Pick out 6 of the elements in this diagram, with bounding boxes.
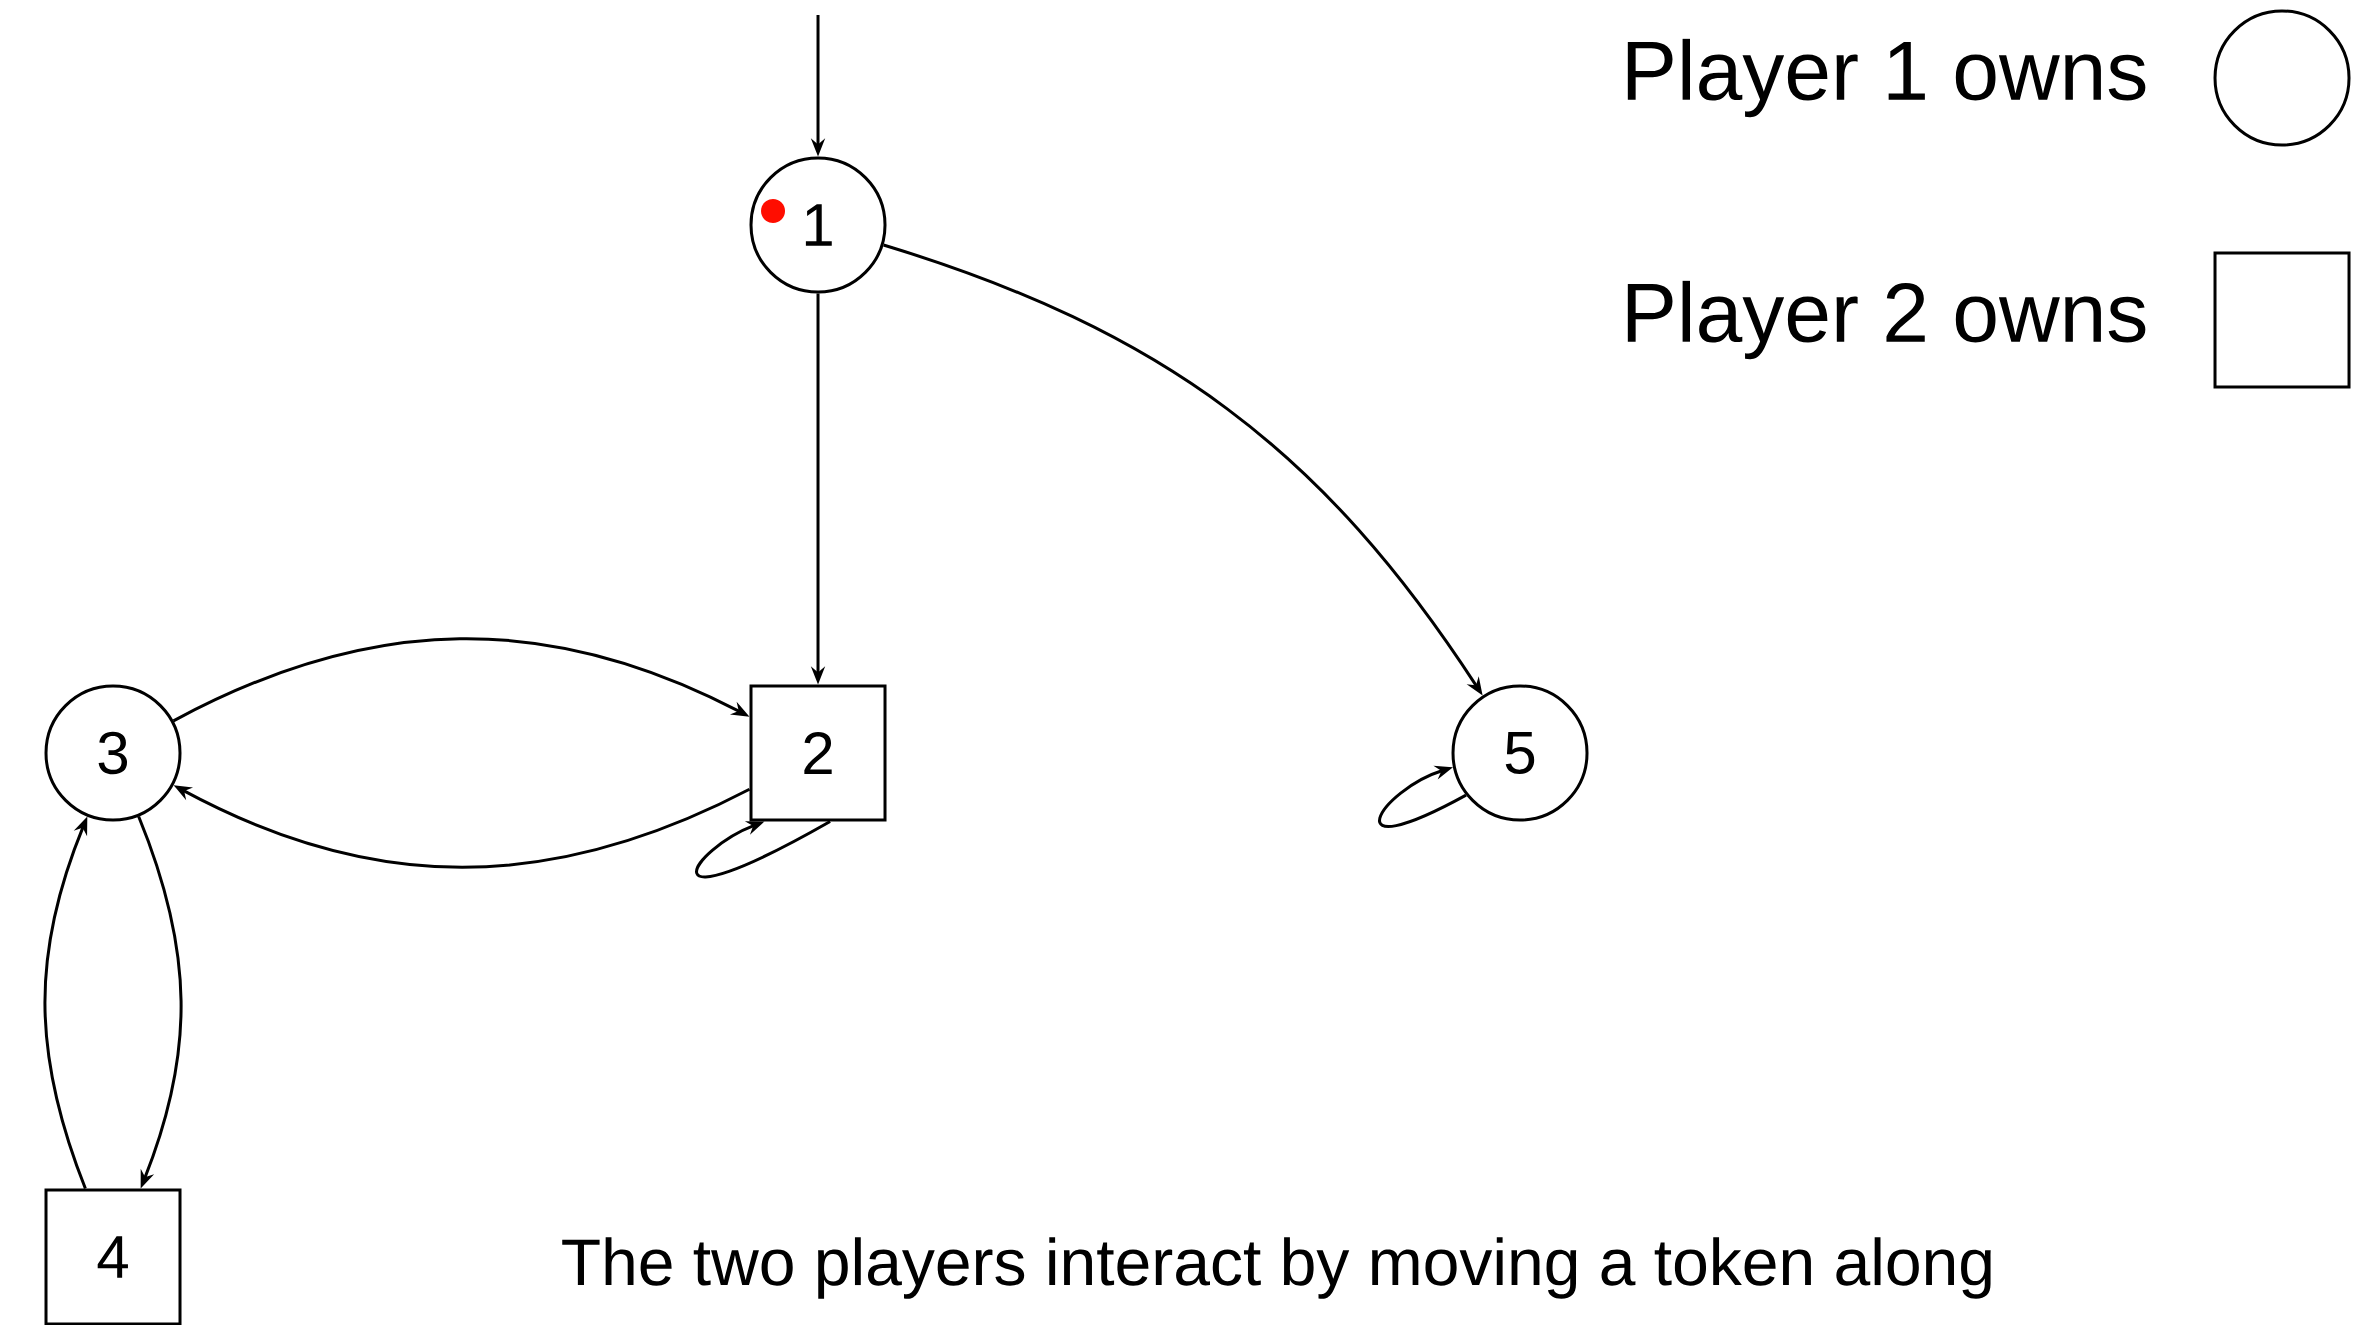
arrow <box>1378 765 1467 828</box>
legend-entry: Player 1 owns <box>1627 9 2351 147</box>
caption: The two players interact by moving a token along <box>562 1237 1991 1299</box>
legend-entry: Player 2 owns <box>1627 251 2351 389</box>
arrow <box>695 820 831 879</box>
state-square: 2 <box>749 684 887 822</box>
